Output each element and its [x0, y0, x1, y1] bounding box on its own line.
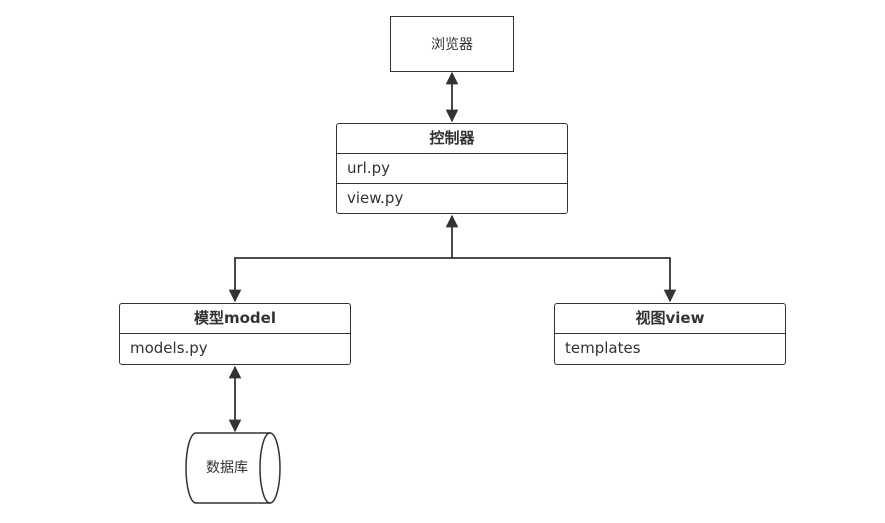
edge-controller-to-view: [452, 257, 677, 303]
view-title: 视图view: [555, 304, 785, 334]
edge-controller-to-model: [228, 257, 452, 303]
controller-node[interactable]: 控制器 url.py view.py: [336, 123, 568, 214]
model-node[interactable]: 模型model models.py: [119, 303, 351, 365]
controller-row-url: url.py: [347, 159, 391, 177]
controller-row-view: view.py: [337, 183, 567, 213]
view-row-templates: templates: [565, 339, 641, 357]
view-node[interactable]: 视图view templates: [554, 303, 786, 365]
controller-title: 控制器: [337, 124, 567, 154]
model-row-models: models.py: [130, 339, 208, 357]
browser-label: 浏览器: [431, 37, 473, 53]
database-cylinder-shape: [185, 432, 281, 504]
model-title: 模型model: [120, 304, 350, 334]
database-label: 数据库: [206, 460, 248, 476]
browser-node[interactable]: 浏览器: [390, 16, 514, 72]
database-node[interactable]: 数据库: [186, 432, 268, 502]
